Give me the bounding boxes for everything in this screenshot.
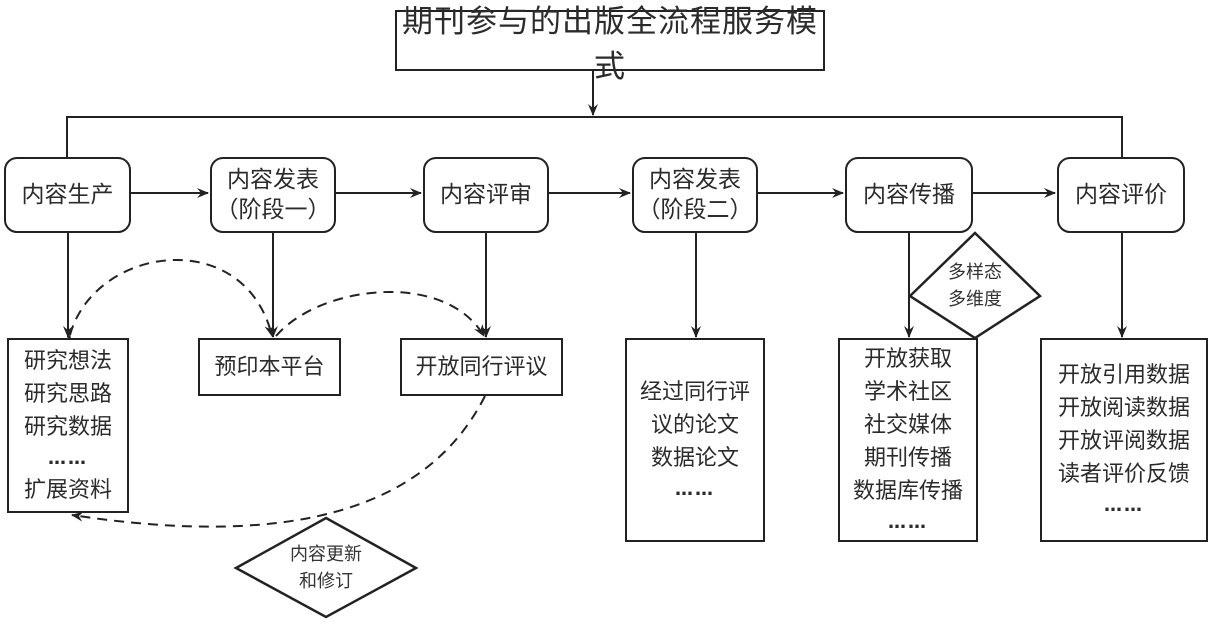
dashed-curve-review-back-to-research <box>71 395 486 528</box>
detail-reviewed-papers: 经过同行评 议的论文 数据论文 …… <box>625 338 765 542</box>
detail-research-materials: 研究想法 研究思路 研究数据 …… 扩展资料 <box>7 338 129 513</box>
decision-line: 多样态 <box>948 262 1002 283</box>
ellipsis: …… <box>48 447 88 469</box>
detail-line: 经过同行评 <box>639 379 750 405</box>
decision-label-multi-form: 多样态 多维度 <box>925 259 1025 313</box>
detail-dissemination-channels: 开放获取 学术社区 社交媒体 期刊传播 数据库传播 …… <box>838 338 978 542</box>
ellipsis: …… <box>675 478 715 500</box>
stage-sublabel: （阶段一） <box>215 197 331 223</box>
detail-open-peer-review: 开放同行评议 <box>400 338 563 396</box>
detail-line: 研究思路 <box>23 381 112 407</box>
detail-line: 开放引用数据 <box>1057 363 1190 388</box>
decision-line: 多维度 <box>948 289 1002 310</box>
bus-line <box>66 116 1123 157</box>
decision-label-update-revise: 内容更新 和修订 <box>271 541 381 595</box>
stage-content-evaluation: 内容评价 <box>1057 157 1185 233</box>
decision-line: 和修订 <box>299 571 353 592</box>
detail-line: 读者评价反馈 <box>1057 462 1190 487</box>
decision-line: 内容更新 <box>290 544 362 565</box>
detail-line: 扩展资料 <box>23 477 112 503</box>
detail-line: 开放同行评议 <box>415 354 548 380</box>
stage-sublabel: （阶段二） <box>637 197 753 223</box>
detail-line: 数据论文 <box>650 445 739 471</box>
detail-evaluation-data: 开放引用数据 开放阅读数据 开放评阅数据 读者评价反馈 …… <box>1040 338 1208 542</box>
detail-line: 议的论文 <box>650 412 739 438</box>
stage-content-review: 内容评审 <box>423 157 549 233</box>
ellipsis: …… <box>888 511 928 533</box>
detail-line: 开放获取 <box>863 346 952 372</box>
stage-label: 内容评价 <box>1075 182 1167 208</box>
detail-line: 社交媒体 <box>863 412 952 438</box>
detail-line: 研究数据 <box>23 414 112 440</box>
stage-content-publish-phase-1: 内容发表 （阶段一） <box>210 157 336 233</box>
detail-line: 数据库传播 <box>852 478 963 504</box>
detail-line: 期刊传播 <box>863 445 952 471</box>
diagram-title: 期刊参与的出版全流程服务模式 <box>395 4 825 85</box>
stage-content-production: 内容生产 <box>4 157 131 233</box>
stage-label: 内容发表 <box>227 167 319 193</box>
detail-line: 研究想法 <box>23 348 112 374</box>
detail-line: 开放评阅数据 <box>1057 429 1190 454</box>
stage-label: 内容评审 <box>440 182 532 208</box>
dashed-curve-preprint-review <box>275 290 485 337</box>
stage-label: 内容生产 <box>21 182 114 208</box>
stage-content-publish-phase-2: 内容发表 （阶段二） <box>632 157 758 233</box>
dashed-curve-research-preprint <box>62 258 275 347</box>
title-text: 期刊参与的出版全流程服务模式 <box>402 3 818 85</box>
detail-line: 开放阅读数据 <box>1057 396 1190 421</box>
detail-preprint-platform: 预印本平台 <box>198 338 341 396</box>
detail-line: 预印本平台 <box>214 354 325 380</box>
ellipsis: …… <box>1104 495 1144 516</box>
stage-label: 内容传播 <box>863 182 955 208</box>
detail-line: 学术社区 <box>863 379 952 405</box>
stage-label: 内容发表 <box>649 167 741 193</box>
decision-diamond-update-revise <box>233 516 419 619</box>
stage-content-dissemination: 内容传播 <box>845 157 973 233</box>
